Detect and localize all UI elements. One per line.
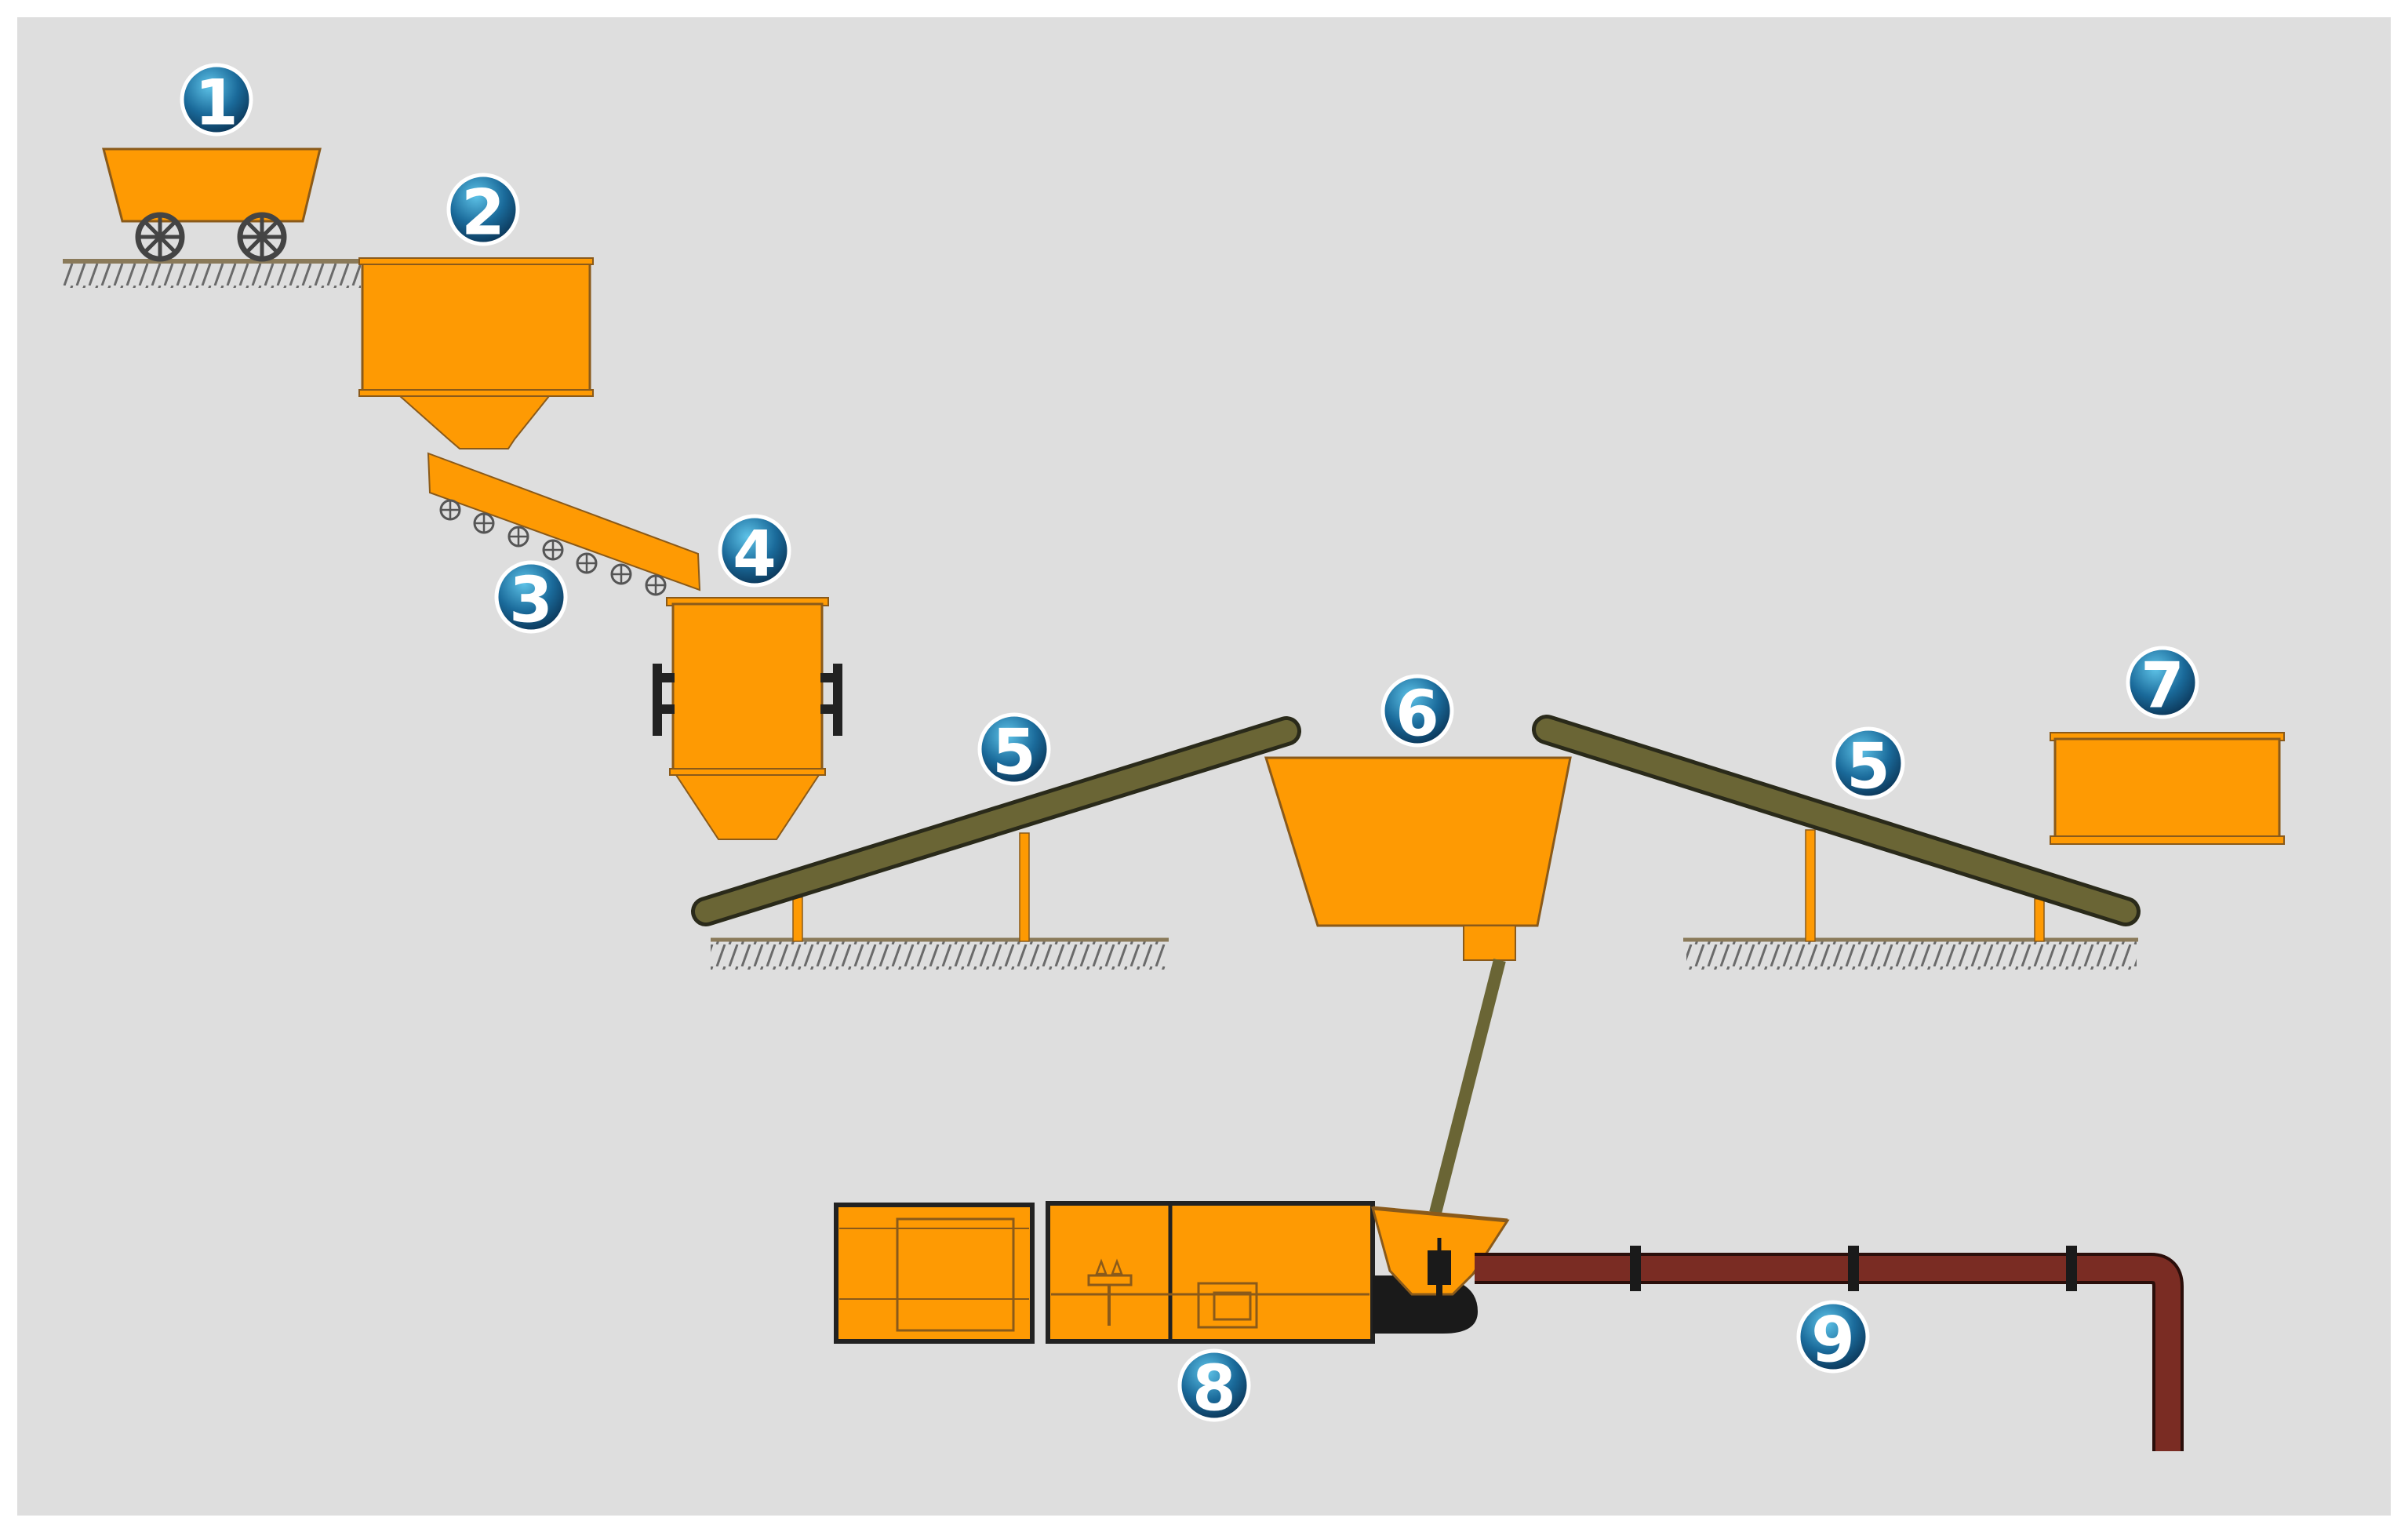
feeder-chute <box>427 452 701 591</box>
conveyor-belt-surface <box>695 720 1297 922</box>
badge-5-left: 5 <box>977 712 1051 789</box>
control-cabinet <box>834 1203 1035 1344</box>
crusher-body <box>671 602 824 773</box>
mixing-hopper <box>1264 756 1572 1214</box>
mixing-hopper-body <box>1264 756 1572 927</box>
conveyor-support <box>2034 898 2045 942</box>
feeder <box>427 452 701 596</box>
feeder-roller <box>439 499 461 521</box>
belt-conveyor-right <box>1532 715 2141 970</box>
hopper-box <box>361 260 591 393</box>
badge-label: 4 <box>733 518 777 591</box>
crusher <box>653 597 842 840</box>
badge-label: 8 <box>1192 1352 1236 1425</box>
storage-bin-bottom-rim <box>2050 835 2285 845</box>
storage-bin-body <box>2053 737 2281 839</box>
conveyor-support <box>1019 832 1030 942</box>
rail-ground-1 <box>63 261 361 288</box>
pipeline-flange <box>1630 1246 1641 1291</box>
badge-7: 7 <box>2126 646 2199 722</box>
pump-station <box>834 1201 1510 1344</box>
gate-valve-icon <box>1428 1238 1451 1315</box>
pipeline-flange <box>2066 1246 2077 1291</box>
feeder-roller <box>576 552 598 574</box>
badge-label: 9 <box>1811 1304 1855 1377</box>
badge-label: 7 <box>2141 650 2184 722</box>
badge-1: 1 <box>180 63 253 140</box>
mixing-hopper-outlet <box>1463 925 1516 961</box>
crusher-side-handle-right-bar <box>833 664 842 736</box>
badge-9: 9 <box>1796 1300 1870 1377</box>
feeder-roller <box>645 574 667 596</box>
ground-hatch-left <box>711 940 1166 970</box>
badge-label: 5 <box>992 716 1036 789</box>
valve-icon <box>1087 1258 1133 1326</box>
conveyor-belt-surface <box>1536 719 2137 922</box>
conveyor-support <box>1805 829 1816 942</box>
mine-cart <box>63 147 361 288</box>
control-cabinet-door <box>896 1217 1015 1332</box>
hopper-bottom-rim <box>358 389 594 397</box>
crusher-side-handle-right-bar2 <box>820 704 841 714</box>
conveyor-support <box>792 897 803 942</box>
feeder-roller <box>473 512 495 534</box>
cart-body <box>102 147 322 223</box>
cart-wheel-left <box>138 215 182 259</box>
badge-2: 2 <box>446 173 520 249</box>
pipeline <box>1475 1246 2184 1451</box>
storage-bin <box>2050 732 2285 845</box>
badge-label: 1 <box>195 67 238 140</box>
motor-icon <box>1197 1282 1258 1329</box>
feeder-roller <box>542 539 564 561</box>
feed-pipe <box>1429 959 1506 1214</box>
pipeline-flange <box>1848 1246 1859 1291</box>
feeder-roller <box>507 526 529 548</box>
crusher-side-handle-left-bar2 <box>654 704 675 714</box>
cart-wheel-right <box>240 215 284 259</box>
badge-4: 4 <box>718 514 791 591</box>
pump-housing <box>1046 1201 1375 1344</box>
pipeline-pipe <box>1475 1256 2181 1451</box>
badge-label: 6 <box>1395 678 1439 751</box>
ground-hatch-right <box>1686 940 2137 970</box>
feeder-roller <box>610 563 632 585</box>
crusher-side-handle-left-bar <box>653 664 662 736</box>
crusher-mid-rim <box>669 768 826 776</box>
belt-conveyor-left <box>691 716 1301 970</box>
crusher-cone <box>675 774 820 840</box>
badge-label: 3 <box>509 564 553 637</box>
badge-label: 5 <box>1846 730 1890 803</box>
badge-3: 3 <box>494 560 568 637</box>
hopper-top-rim <box>358 257 594 265</box>
hopper-cone <box>398 395 551 449</box>
pump-inlet-rim <box>1372 1206 1508 1223</box>
receiving-hopper <box>358 257 594 449</box>
badge-5-right: 5 <box>1831 726 1905 803</box>
badge-label: 2 <box>461 176 505 249</box>
badge-6: 6 <box>1380 674 1454 751</box>
badge-8: 8 <box>1177 1348 1251 1425</box>
